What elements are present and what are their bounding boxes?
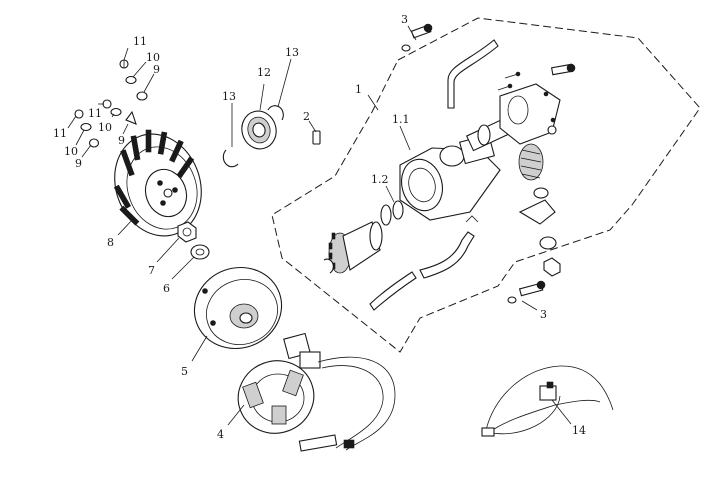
flywheel-fan	[113, 129, 202, 237]
callout-6: 6	[163, 282, 170, 295]
callout-3-top: 3	[401, 13, 408, 26]
starter-bolt-right	[550, 63, 576, 76]
callout-10-middle: 10	[98, 121, 112, 134]
starter-motor-body	[499, 83, 561, 145]
bearing	[241, 110, 277, 150]
snap-ring	[323, 258, 334, 274]
hose-upper	[447, 39, 499, 109]
callout-4: 4	[217, 428, 224, 441]
callout-13-right: 13	[285, 46, 299, 59]
starter-housing	[399, 133, 501, 221]
callout-labels: 1 1.1 1.2 2 3 3 4 5 6 7 8 9 9 9 10 10 10…	[53, 13, 586, 441]
callout-1-1: 1.1	[392, 113, 410, 126]
hose-clip	[465, 215, 479, 223]
callout-10-bottom: 10	[64, 145, 78, 158]
assembly-1-boundary	[271, 17, 701, 353]
callout-10-top: 10	[146, 51, 160, 64]
small-screws-starter	[497, 71, 521, 91]
callout-12: 12	[257, 66, 271, 79]
callout-9-middle: 9	[118, 134, 125, 147]
rotor-housing	[193, 266, 283, 350]
callout-1-2: 1.2	[371, 173, 389, 186]
stator-assembly	[237, 332, 396, 452]
callout-11-bottom: 11	[53, 127, 67, 140]
callout-7: 7	[148, 264, 155, 277]
callout-5: 5	[181, 365, 188, 378]
screw-set-middle	[102, 99, 137, 125]
callout-11-top: 11	[133, 35, 147, 48]
wire-harness	[481, 365, 614, 437]
woodruff-key	[312, 130, 321, 145]
callout-9-top: 9	[153, 63, 160, 76]
circlip-upper	[267, 105, 284, 121]
screw-set-top	[119, 59, 148, 101]
callout-1: 1	[355, 83, 362, 96]
callout-13-left: 13	[222, 90, 236, 103]
callout-3-bottom: 3	[540, 308, 547, 321]
hose-lower	[369, 231, 475, 311]
flywheel-nut	[177, 221, 197, 243]
callout-9-bottom: 9	[75, 157, 82, 170]
callout-8: 8	[107, 236, 114, 249]
leader-lines	[67, 25, 572, 426]
starter-bolt-top	[401, 23, 433, 52]
starter-drive-gear	[328, 221, 383, 274]
starter-spring	[518, 143, 544, 181]
screw-set-bottom	[74, 109, 100, 148]
flywheel-washer	[190, 244, 210, 260]
callout-2: 2	[303, 110, 310, 123]
starter-bolt-bottom	[507, 280, 546, 304]
callout-11-middle: 11	[88, 107, 102, 120]
starter-spacer-washers	[380, 200, 404, 226]
starter-small-parts	[518, 125, 561, 277]
circlip-lower	[222, 149, 239, 168]
callout-14: 14	[572, 424, 586, 437]
